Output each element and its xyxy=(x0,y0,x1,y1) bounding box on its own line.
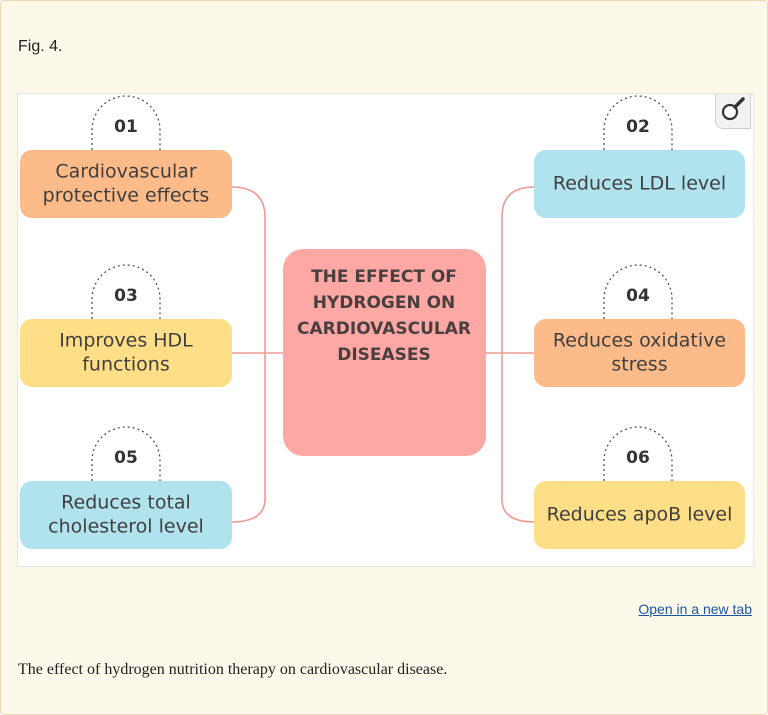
magnifier-icon xyxy=(721,97,745,121)
center-title-line: DISEASES xyxy=(337,345,431,365)
left-connector xyxy=(230,186,266,523)
number-badge-outline xyxy=(603,426,673,481)
node-label-line: Reduces apoB level xyxy=(547,504,733,526)
node-label-line: stress xyxy=(611,354,667,376)
zoom-button[interactable] xyxy=(715,94,751,129)
number-badge-outline xyxy=(91,95,161,150)
center-box xyxy=(283,249,486,456)
node-box xyxy=(20,150,232,218)
node-label-line: Reduces LDL level xyxy=(553,173,726,195)
node-box xyxy=(534,150,745,218)
figure-image: THE EFFECT OF HYDROGEN ON CARDIOVASCULAR DI… xyxy=(17,93,754,567)
figure-caption: The effect of hydrogen nutrition therapy… xyxy=(18,661,448,678)
number-badge-outline xyxy=(91,426,161,481)
figure-label: Fig. 4. xyxy=(18,38,63,55)
node-number: 06 xyxy=(626,448,650,468)
number-badge-outline xyxy=(603,264,673,319)
node-label-line: Cardiovascular xyxy=(55,161,197,183)
open-in-new-tab-link[interactable]: Open in a new tab xyxy=(638,601,752,617)
center-title-line: HYDROGEN ON xyxy=(313,293,456,313)
number-badge-outline xyxy=(603,95,673,150)
node-label-line: Improves HDL xyxy=(59,330,193,352)
node-box xyxy=(20,319,232,387)
node-number: 02 xyxy=(626,117,650,137)
node-number: 01 xyxy=(114,117,138,137)
number-badge-outline xyxy=(91,264,161,319)
center-title-line: CARDIOVASCULAR xyxy=(297,319,471,339)
node-label-line: cholesterol level xyxy=(48,516,204,538)
node-label-line: Reduces oxidative xyxy=(553,330,726,352)
node-number: 03 xyxy=(114,286,138,306)
node-box xyxy=(534,319,745,387)
node-box xyxy=(534,481,745,549)
node-box xyxy=(20,481,232,549)
node-number: 04 xyxy=(626,286,650,306)
node-number: 05 xyxy=(114,448,138,468)
diagram: THE EFFECT OF HYDROGEN ON CARDIOVASCULAR DI… xyxy=(20,95,745,549)
node-label-line: Reduces total xyxy=(61,492,191,514)
node-label-line: functions xyxy=(82,354,170,376)
right-connector xyxy=(501,186,535,523)
node-label-line: protective effects xyxy=(43,185,210,207)
center-title-line: THE EFFECT OF xyxy=(311,267,457,287)
